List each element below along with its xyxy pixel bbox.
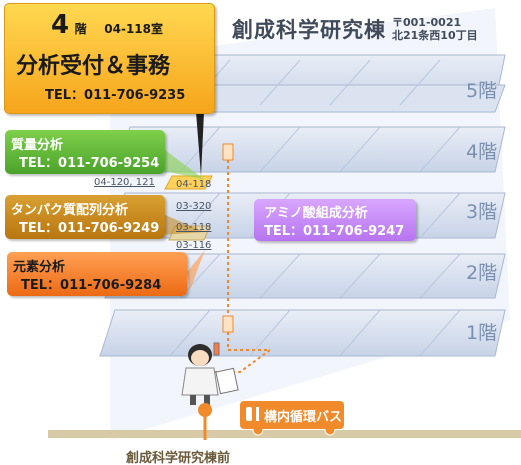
lab-name-amino: アミノ酸組成分析 <box>264 206 368 221</box>
lab-callout-amino-acid: アミノ酸組成分析 TEL：011-706-9247 <box>254 199 416 241</box>
mass-pointer <box>160 150 205 180</box>
lab-name-element: 元素分析 <box>13 260 66 275</box>
campus-bus: 構内循環バス <box>240 401 344 429</box>
lab-name-mass: 質量分析 <box>11 138 64 153</box>
floor-label-1: 1階 <box>466 322 498 344</box>
lab-name-protein: タンパク質配列分析 <box>11 203 129 218</box>
element-pointer <box>187 250 205 290</box>
building-name: 創成科学研究棟 <box>232 18 386 42</box>
bus-stop-sign <box>198 403 212 417</box>
lab-tel-mass: TEL：011-706-9254 <box>19 156 160 171</box>
lab-tel-protein: TEL：011-706-9249 <box>19 221 160 236</box>
bus-stop-label: 創成科学研究棟前 <box>126 451 231 465</box>
street-address: 北21条西10丁目 <box>392 29 478 42</box>
lab-callout-elemental-analysis: 元素分析 TEL：011-706-9284 <box>7 252 187 296</box>
room-label-03-116: 03-116 <box>176 240 212 251</box>
lab-tel-element: TEL：011-706-9284 <box>21 278 162 293</box>
room-label-03-320: 03-320 <box>176 201 212 212</box>
postal-code: 〒001-0021 <box>392 16 462 29</box>
elevator-4f <box>222 143 234 161</box>
floor-label-2: 2階 <box>466 262 498 284</box>
reception-floor: 4 階 04-118室 <box>51 10 163 40</box>
protein-pointer <box>160 215 205 235</box>
floor-slab-1 <box>99 309 506 357</box>
lab-tel-amino: TEL：011-706-9247 <box>264 224 405 239</box>
reception-pointer <box>196 112 204 176</box>
bus-door-icon <box>246 407 252 421</box>
elevator-1f <box>222 315 234 333</box>
ground-road <box>48 430 521 438</box>
bus-label: 構内循環バス <box>264 410 343 425</box>
researcher-figure <box>181 342 239 405</box>
floor-label-3: 3階 <box>466 201 498 223</box>
reception-room: 04-118室 <box>104 22 163 36</box>
bus-window-icon <box>256 407 259 421</box>
floor-label-5: 5階 <box>466 80 498 102</box>
building-address: 〒001-0021 北21条西10丁目 <box>392 16 478 42</box>
room-label-03-118: 03-118 <box>176 222 212 233</box>
floor-label-4: 4階 <box>466 141 498 163</box>
lab-callout-mass-spectrometry: 質量分析 TEL：011-706-9254 <box>5 130 165 174</box>
room-label-04-120-121: 04-120, 121 <box>94 177 155 188</box>
reception-tel: TEL：011-706-9235 <box>45 88 186 103</box>
reception-callout: 4 階 04-118室 分析受付＆事務 TEL：011-706-9235 <box>4 3 215 114</box>
reception-title: 分析受付＆事務 <box>16 54 171 79</box>
lab-callout-protein-sequencing: タンパク質配列分析 TEL：011-706-9249 <box>5 195 165 239</box>
reception-floor-number: 4 <box>51 10 70 40</box>
reception-floor-suffix: 階 <box>74 22 87 36</box>
room-label-04-118: 04-118 <box>176 179 212 190</box>
